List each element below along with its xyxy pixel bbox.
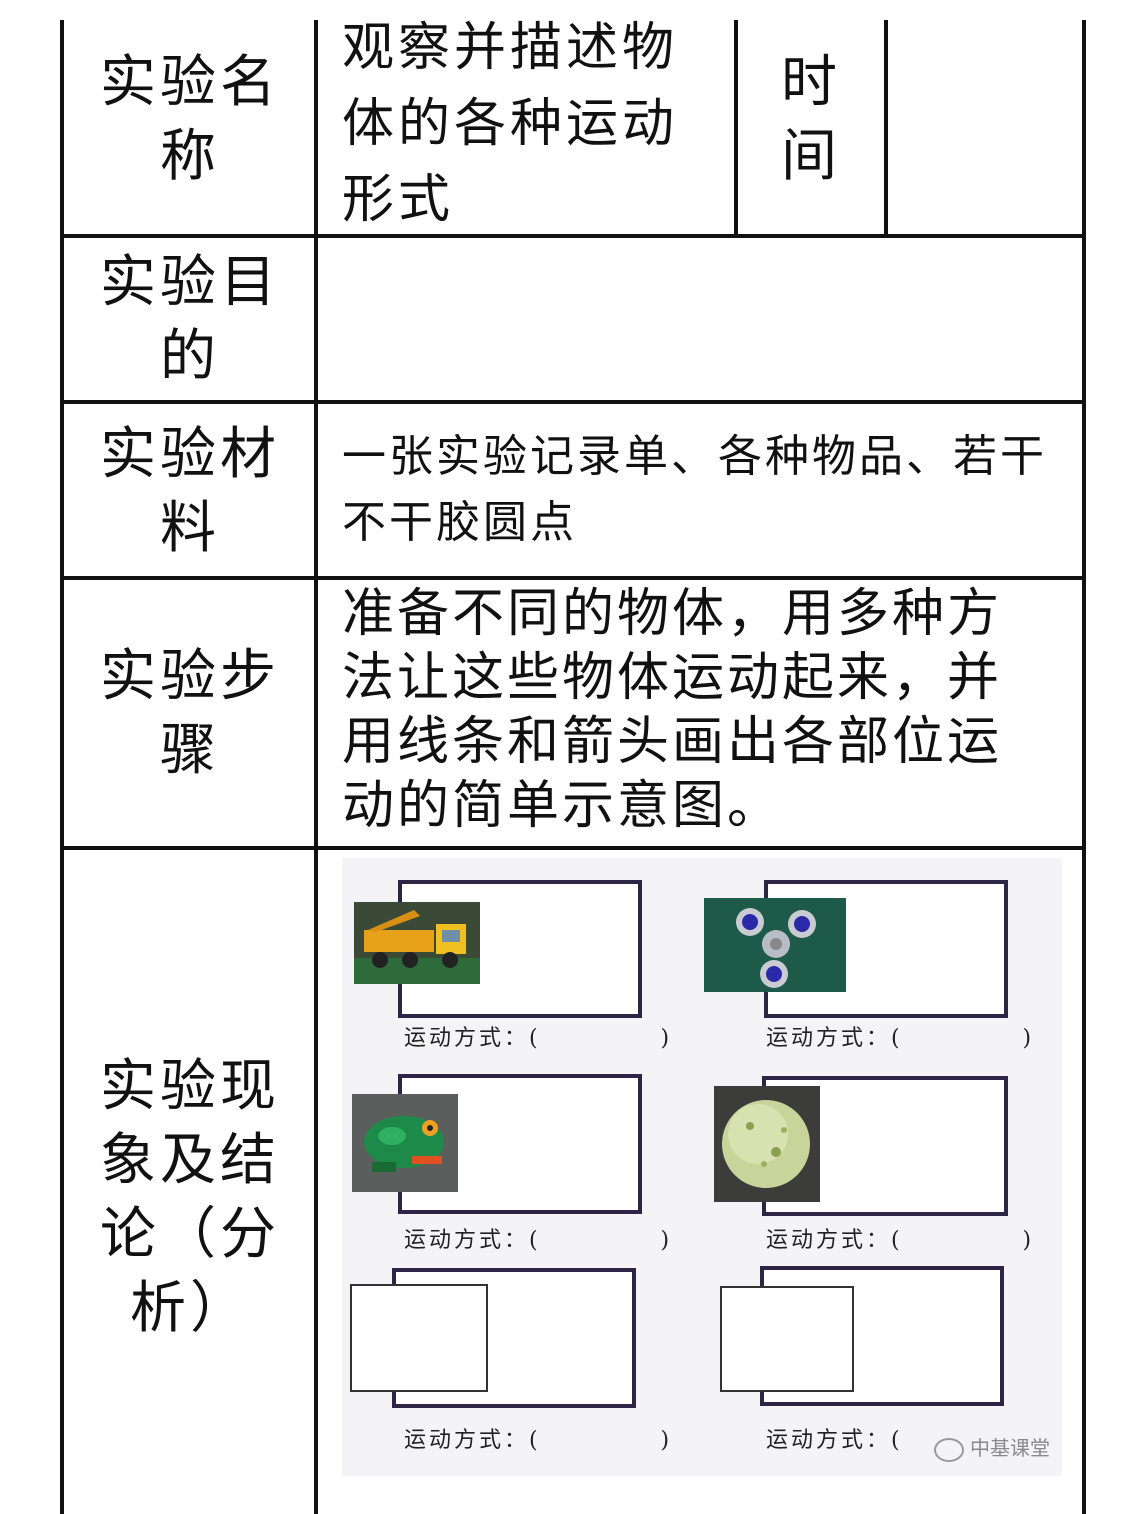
row-divider-1 <box>60 234 1086 238</box>
experiment-steps-value: 准备不同的物体，用多种方法让这些物体运动起来，并用线条和箭头画出各部位运动的简单… <box>342 584 1003 836</box>
motion-label-2: 运动方式：( ) <box>766 1026 1035 1051</box>
motion-worksheet-image: 运动方式：( ) 运动方式：( ) <box>342 858 1062 1476</box>
motion-label-5: 运动方式：( ) <box>404 1428 673 1453</box>
experiment-materials-label: 实验材料 <box>100 422 280 561</box>
fidget-spinner-photo <box>704 898 846 992</box>
experiment-name-value: 观察并描述物体的各种运动形式 <box>342 18 679 230</box>
time-column-divider-left <box>734 20 738 236</box>
row-divider-3 <box>60 576 1086 580</box>
experiment-steps-label: 实验步骤 <box>100 644 280 783</box>
time-label: 时间 <box>781 50 841 189</box>
motion-label-1: 运动方式：( ) <box>404 1026 673 1051</box>
toy-truck-photo <box>354 902 480 984</box>
table-left-border <box>60 20 64 1514</box>
watermark: 中基课堂 <box>934 1432 1050 1462</box>
experiment-results-label: 实验现象及结论（分析） <box>100 1054 280 1341</box>
wechat-icon <box>934 1437 964 1462</box>
blank-object-slot-6 <box>720 1286 854 1392</box>
table-right-border <box>1082 20 1086 1514</box>
table-column-divider <box>314 20 318 1514</box>
blank-object-slot-5 <box>350 1284 488 1392</box>
time-column-divider-right <box>884 20 888 236</box>
experiment-materials-value: 一张实验记录单、各种物品、若干不干胶圆点 <box>342 431 1047 548</box>
experiment-purpose-label: 实验目的 <box>100 250 280 389</box>
glass-marble-photo <box>714 1086 820 1202</box>
row-divider-4 <box>60 846 1086 850</box>
motion-label-4: 运动方式：( ) <box>766 1228 1035 1253</box>
wind-up-frog-photo <box>352 1094 458 1192</box>
experiment-name-label: 实验名称 <box>100 50 280 189</box>
row-divider-2 <box>60 400 1086 404</box>
motion-label-6: 运动方式：( <box>766 1428 903 1453</box>
motion-label-3: 运动方式：( ) <box>404 1228 673 1253</box>
